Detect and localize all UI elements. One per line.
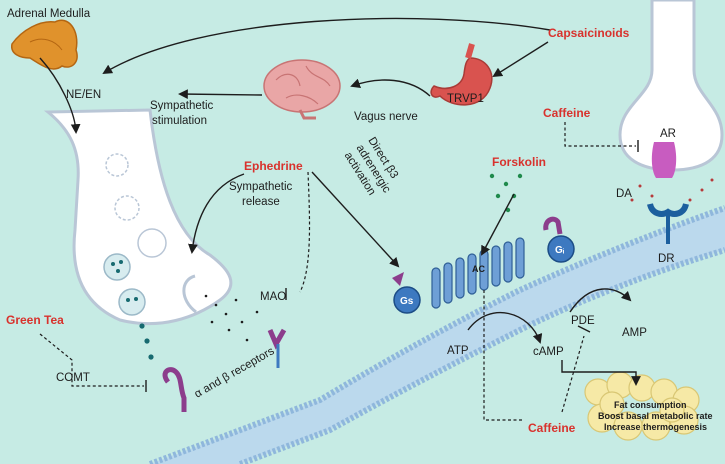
caffeine-ar-link: [564, 122, 636, 147]
label-caffeine-bottom: Caffeine: [528, 421, 576, 435]
label-pde: PDE: [571, 315, 595, 327]
label-forskolin: Forskolin: [492, 155, 546, 169]
alpha-beta-receptor-icon: [162, 328, 287, 412]
presynaptic-neuron: [43, 108, 233, 360]
pde-inhibit-bar: [577, 325, 591, 333]
arrow-atp-camp: [467, 312, 543, 344]
fat-cells-icon: [584, 371, 700, 441]
adrenergic-receptor-icon: [651, 142, 677, 178]
stomach-icon: [430, 43, 493, 106]
label-sympathetic-release-2: release: [242, 196, 280, 208]
label-comt: COMT: [56, 372, 90, 384]
arrow-ephedrine-gs: [311, 171, 400, 268]
label-green-tea: Green Tea: [6, 313, 64, 327]
label-atp: ATP: [447, 345, 469, 357]
label-mao: MAO: [260, 291, 286, 303]
caffeine-pde-link: [561, 335, 585, 413]
arrow-vagus-nerve: [350, 78, 431, 97]
label-camp: cAMP: [533, 346, 564, 358]
label-ar: AR: [660, 128, 676, 140]
label-caffeine-top: Caffeine: [543, 106, 591, 120]
label-da: DA: [616, 188, 632, 200]
label-effect-1: Fat consumption: [614, 400, 687, 410]
label-gi: Gᵢ: [555, 245, 565, 256]
label-adrenal-medulla: Adrenal Medulla: [7, 8, 91, 20]
label-sympathetic-stimulation-1: Sympathetic: [150, 100, 214, 112]
forskolin-dots: [489, 173, 523, 213]
label-ac: AC: [472, 264, 485, 274]
label-sympathetic-stimulation-2: stimulation: [152, 115, 207, 127]
arrow-camp-effects: [561, 360, 641, 386]
label-receptors: α and β receptors: [193, 345, 277, 401]
caffeine-ac-link: [483, 290, 524, 421]
gi-protein-icon: [543, 216, 575, 263]
label-vagus-nerve: Vagus nerve: [354, 111, 418, 123]
arrow-capsaicinoids-to-trvp1: [492, 41, 549, 78]
label-ephedrine: Ephedrine: [244, 159, 303, 173]
arrow-camp-amp: [569, 288, 632, 313]
dopamine-neuron: [618, 0, 724, 244]
brain-icon: [263, 59, 341, 120]
gs-protein-icon: [392, 272, 421, 314]
arrow-ephedrine-release: [188, 173, 245, 254]
ephedrine-mao-link: [299, 171, 311, 293]
arrow-adrenal-ne: [39, 57, 81, 134]
arrow-sympathetic-stimulation: [178, 89, 263, 99]
label-sympathetic-release-1: Sympathetic: [229, 181, 293, 193]
label-dr: DR: [658, 253, 675, 265]
label-amp: AMP: [622, 327, 647, 339]
arrow-forskolin-ac: [481, 193, 515, 256]
label-effect-2: Boost basal metabolic rate: [598, 411, 713, 421]
label-effect-3: Increase thermogenesis: [604, 422, 707, 432]
label-capsaicinoids: Capsaicinoids: [548, 26, 630, 40]
arrow-capsaicinoids-to-ne: [102, 17, 551, 75]
adrenal-gland-icon: [11, 19, 78, 70]
synaptic-dots: [204, 294, 259, 342]
label-gs: Gs: [400, 296, 414, 307]
label-trvp1: TRVP1: [447, 93, 484, 105]
label-ne-en: NE/EN: [66, 89, 101, 101]
